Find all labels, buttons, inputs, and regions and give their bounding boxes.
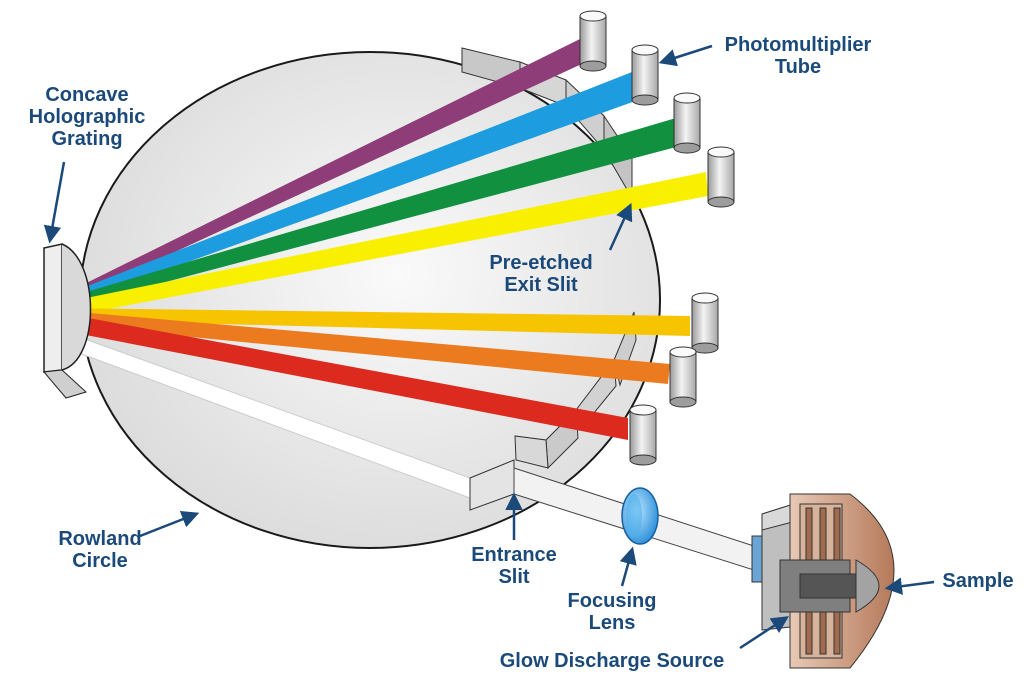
sample-arrow: [884, 577, 935, 595]
pmt-yellow: [707, 146, 735, 208]
sample-label: Sample: [942, 570, 1014, 592]
exit-slit-label: Pre-etched Exit Slit: [489, 252, 593, 296]
yellow-beam: [52, 172, 708, 318]
blue-beam: [52, 72, 638, 308]
pmt-orange: [669, 346, 697, 408]
lens-label: Focusing Lens: [567, 590, 657, 634]
lens-arrow: [619, 546, 637, 587]
label-arrows: [43, 44, 935, 650]
rowland-label: Rowland Circle: [58, 528, 142, 572]
pmt-violet: [579, 10, 607, 72]
pmt-gold: [691, 292, 719, 354]
pmt-green: [673, 92, 701, 154]
grating-label: Concave Holographic Grating: [28, 84, 146, 150]
gold-beam: [56, 308, 690, 336]
pmt-blue: [631, 44, 659, 106]
photomultiplier-tubes: [579, 10, 735, 466]
red-beam: [56, 312, 628, 440]
concave-grating: [43, 243, 92, 399]
orange-beam: [56, 310, 670, 384]
focusing-lens: [621, 487, 659, 545]
green-beam: [52, 118, 680, 310]
pmt-label: Photomultiplier Tube: [724, 34, 872, 78]
exit-slit-arrow: [608, 202, 633, 251]
entrance-label: Entrance Slit: [471, 544, 557, 588]
pmt-red: [629, 404, 657, 466]
glow-source-label: Glow Discharge Source: [499, 650, 725, 672]
rowland-circle: [79, 51, 661, 549]
pmt-arrow: [658, 44, 713, 67]
sample-disk: [855, 559, 880, 613]
spectral-beams: [52, 38, 708, 440]
rowland-arrow: [139, 510, 200, 538]
violet-beam: [52, 38, 586, 305]
glow-arrow: [739, 616, 789, 650]
grating-arrow: [43, 161, 66, 244]
glow-discharge-source: [751, 493, 895, 669]
